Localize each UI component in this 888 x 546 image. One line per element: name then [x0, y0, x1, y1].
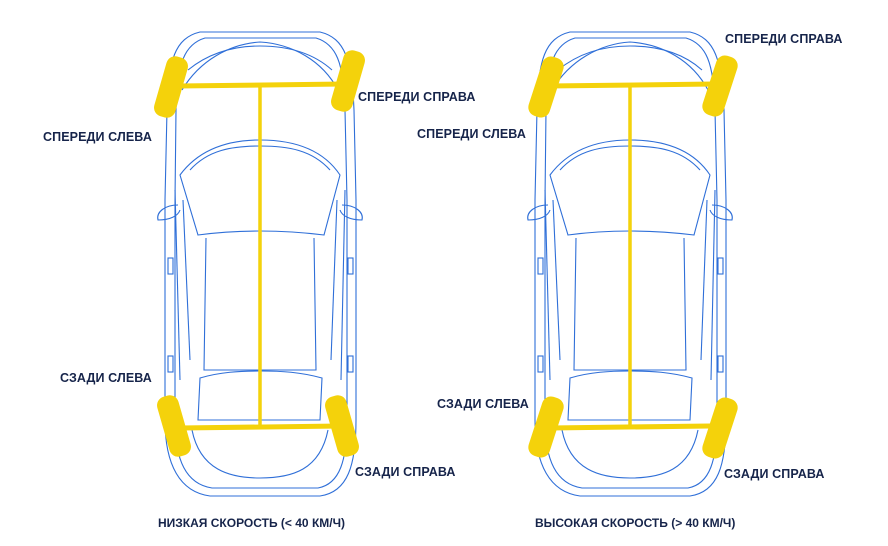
rear-axle	[179, 423, 341, 431]
wheel-rear-left	[528, 396, 564, 458]
label-rear-right: СЗАДИ СПРАВА	[355, 465, 456, 479]
label-front-left: СПЕРЕДИ СЛЕВА	[417, 127, 526, 141]
caption-high-speed: ВЫСОКАЯ СКОРОСТЬ (> 40 КМ/Ч)	[535, 516, 736, 530]
wheel-front-right	[331, 50, 365, 112]
label-front-right: СПЕРЕДИ СПРАВА	[358, 90, 476, 104]
wheel-rear-right	[325, 395, 359, 457]
label-front-left: СПЕРЕДИ СЛЕВА	[43, 130, 152, 144]
rear-axle	[549, 423, 711, 431]
label-rear-left: СЗАДИ СЛЕВА	[437, 397, 529, 411]
label-front-right: СПЕРЕДИ СПРАВА	[725, 32, 843, 46]
front-axle	[177, 81, 345, 89]
wheel-front-right	[702, 55, 738, 117]
label-rear-left: СЗАДИ СЛЕВА	[60, 371, 152, 385]
wheel-front-left	[154, 56, 188, 118]
wheel-front-left	[528, 56, 564, 118]
wheel-rear-left	[157, 395, 191, 457]
wheel-rear-right	[702, 397, 738, 459]
caption-low-speed: НИЗКАЯ СКОРОСТЬ (< 40 КМ/Ч)	[158, 516, 346, 530]
front-axle	[547, 81, 715, 89]
label-rear-right: СЗАДИ СПРАВА	[724, 467, 825, 481]
